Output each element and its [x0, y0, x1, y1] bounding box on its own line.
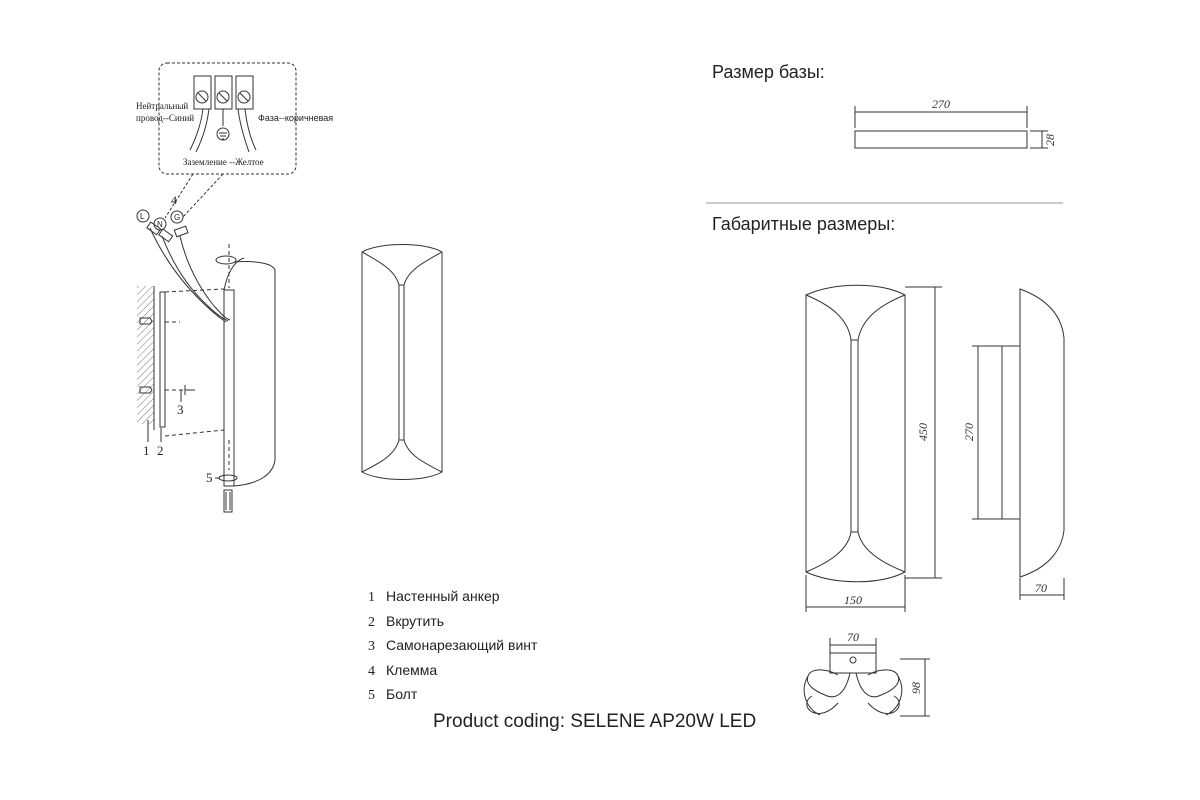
phase-label: Фаза--коричневая	[258, 113, 333, 123]
terminal-G-label: G	[174, 213, 180, 222]
top-width-dim: 70	[847, 630, 859, 644]
terminal-L-label: L	[140, 212, 145, 221]
callout-5: 5	[206, 470, 213, 485]
parts-legend: 1 Настенный анкер 2 Вкрутить 3 Самонарез…	[368, 588, 537, 711]
legend-text: Вкрутить	[386, 612, 445, 629]
legend-text: Болт	[386, 686, 418, 702]
legend-text: Самонарезающий винт	[386, 637, 538, 653]
overall-dimensions-title: Габаритные размеры:	[712, 214, 896, 234]
legend-item: 2 Вкрутить	[368, 613, 537, 638]
overall-side-view	[972, 288, 1065, 600]
callout-2: 2	[157, 443, 164, 458]
neutral-label-line2: провод--Синий	[136, 113, 194, 123]
legend-number: 2	[368, 614, 375, 630]
neutral-label-line1: Нейтральный	[136, 101, 188, 111]
top-view	[803, 638, 930, 717]
ground-label: Заземление --Желтое	[183, 157, 264, 167]
base-height-dim: 28	[1043, 134, 1057, 146]
base-width-dim: 270	[932, 97, 950, 111]
legend-text: Клемма	[386, 661, 438, 678]
overall-height-dim: 450	[916, 423, 930, 441]
legend-number: 4	[368, 663, 375, 679]
top-depth-dim: 98	[909, 682, 923, 694]
installation-view	[136, 209, 276, 513]
legend-number: 5	[368, 688, 375, 703]
base-size-drawing	[854, 106, 1048, 149]
front-view-fixture	[361, 244, 443, 480]
legend-item: 3 Самонарезающий винт	[368, 637, 537, 662]
base-size-title: Размер базы:	[712, 62, 825, 82]
callout-1: 1	[143, 443, 150, 458]
legend-text: Настенный анкер	[386, 588, 500, 604]
legend-item: 4 Клемма	[368, 662, 537, 687]
callout-3: 3	[177, 402, 184, 417]
legend-number: 3	[368, 639, 375, 654]
overall-front-view	[805, 284, 942, 612]
legend-item: 1 Настенный анкер	[368, 588, 537, 613]
legend-item: 5 Болт	[368, 686, 537, 711]
side-depth-dim: 70	[1035, 581, 1047, 595]
overall-width-dim: 150	[844, 593, 862, 607]
base-length-dim: 270	[962, 423, 976, 441]
legend-number: 1	[368, 590, 375, 605]
callout-4: 4	[171, 193, 177, 207]
product-coding: Product coding: SELENE AP20W LED	[433, 711, 757, 732]
terminal-N-label: N	[157, 220, 163, 229]
wiring-detail	[158, 62, 297, 219]
